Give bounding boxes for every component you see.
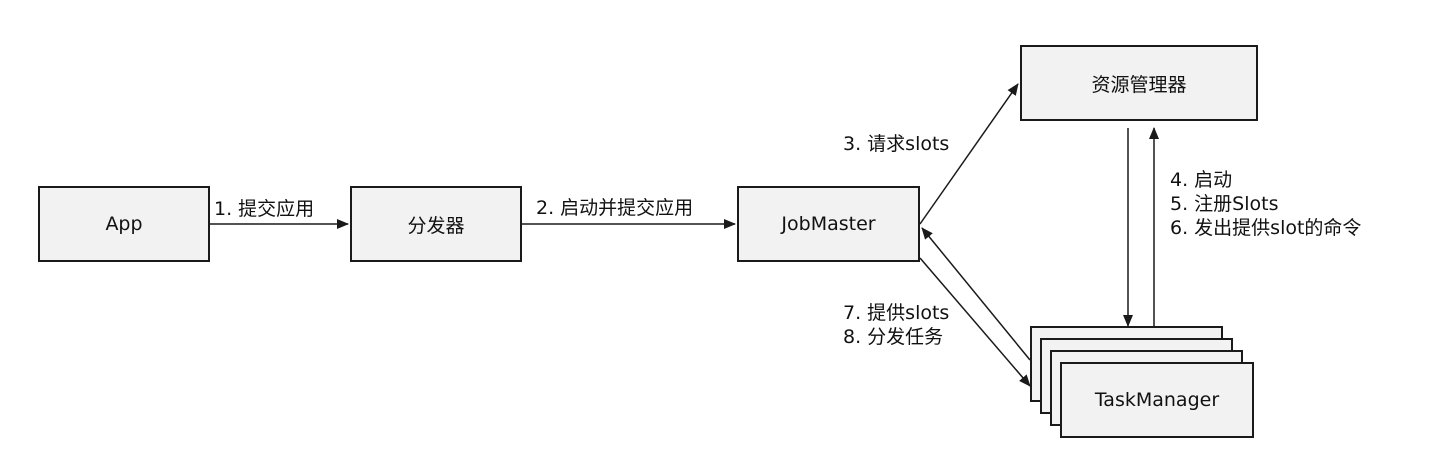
label-rm-tm: 4. 启动 5. 注册Slots 6. 发出提供slot的命令 bbox=[1170, 168, 1361, 240]
taskmanager-node-label: TaskManager bbox=[1094, 389, 1220, 411]
label-tm-jm: 7. 提供slots 8. 分发任务 bbox=[843, 301, 949, 349]
label-start-submit: 2. 启动并提交应用 bbox=[536, 197, 694, 219]
jobmaster-node-label: JobMaster bbox=[781, 213, 876, 235]
jobmaster-node: JobMaster bbox=[737, 186, 920, 262]
app-node-label: App bbox=[105, 213, 143, 235]
edge-jobmaster-to-tm bbox=[919, 257, 1031, 387]
label-tm-jm-line-2: 8. 分发任务 bbox=[843, 326, 944, 348]
edge-tm-to-jobmaster bbox=[921, 227, 1031, 361]
label-request-slots: 3. 请求slots bbox=[843, 133, 950, 155]
label-tm-jm-line-1: 7. 提供slots bbox=[843, 302, 950, 324]
app-node: App bbox=[38, 186, 210, 262]
dispatcher-node: 分发器 bbox=[350, 186, 522, 262]
edge-jobmaster-to-rm bbox=[919, 83, 1019, 225]
resource-manager-node-label: 资源管理器 bbox=[1091, 73, 1187, 96]
label-rm-tm-line-1: 4. 启动 bbox=[1170, 169, 1233, 191]
resource-manager-node: 资源管理器 bbox=[1020, 45, 1258, 121]
dispatcher-node-label: 分发器 bbox=[407, 214, 465, 237]
label-rm-tm-line-3: 6. 发出提供slot的命令 bbox=[1170, 217, 1362, 239]
taskmanager-node: TaskManager bbox=[1060, 362, 1254, 438]
label-rm-tm-line-2: 5. 注册Slots bbox=[1170, 193, 1279, 215]
label-submit-app: 1. 提交应用 bbox=[214, 198, 315, 220]
